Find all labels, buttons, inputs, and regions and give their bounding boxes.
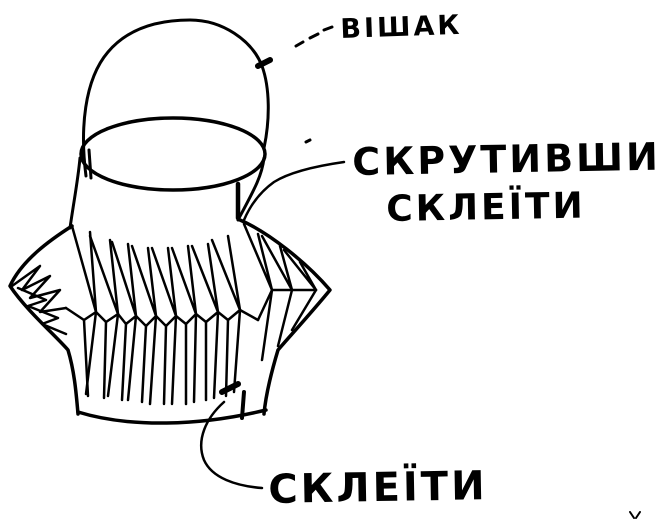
lantern-top-rim (81, 118, 265, 190)
twist-leader (244, 162, 344, 220)
glue-label: СКЛЕЇТИ (268, 466, 488, 510)
hanger-label: ВІШАК (340, 12, 463, 43)
twist-label-line1: СКРУТИВШИ, (352, 137, 658, 181)
twist-label-line2: СКЛЕЇТИ (386, 189, 586, 228)
lantern-upper-band (70, 158, 264, 228)
hanger-leader (296, 27, 332, 46)
glue-leader (201, 402, 262, 488)
stray-mark (630, 512, 640, 518)
stray-tick (306, 140, 310, 142)
lantern-handle (84, 20, 269, 178)
